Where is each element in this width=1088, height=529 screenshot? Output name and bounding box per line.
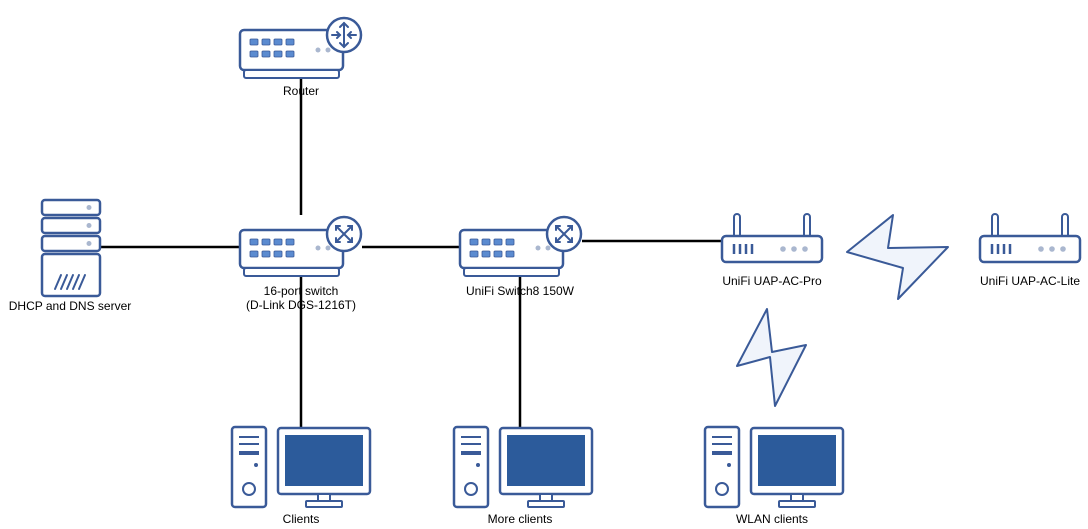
router-node[interactable]: [238, 16, 363, 79]
links: [100, 78, 722, 427]
switch8-node[interactable]: [458, 215, 583, 277]
ap-pro-node[interactable]: [720, 213, 824, 264]
wlan-clients-label: WLAN clients: [735, 512, 809, 526]
workstation-icon: [230, 425, 372, 509]
wireless-link-ap-pro-wlan-clients: [736, 308, 807, 407]
workstation-icon: [703, 425, 845, 509]
ap-lite-label: UniFi UAP-AC-Lite: [979, 274, 1081, 288]
server-node[interactable]: [40, 198, 102, 298]
access-point-icon: [720, 213, 824, 264]
clients-node[interactable]: [230, 425, 372, 509]
ap-pro-label: UniFi UAP-AC-Pro: [722, 274, 822, 288]
router-icon: [238, 16, 363, 79]
server-icon: [40, 198, 102, 298]
lightning-bolt-icon: [736, 308, 807, 407]
ap-lite-node[interactable]: [978, 213, 1082, 264]
more-clients-label: More clients: [487, 512, 553, 526]
wireless-link-ap-pro-ap-lite: [846, 214, 949, 300]
workstation-icon: [452, 425, 594, 509]
switch16-label-line2: (D-Link DGS-1216T): [245, 298, 357, 312]
switch8-label: UniFi Switch8 150W: [465, 284, 575, 298]
server-label: DHCP and DNS server: [8, 299, 132, 313]
switch-icon: [458, 215, 583, 277]
switch16-label: 16-port switch (D-Link DGS-1216T): [246, 284, 356, 312]
switch16-label-line1: 16-port switch: [263, 284, 339, 298]
access-point-icon: [978, 213, 1082, 264]
router-label: Router: [282, 84, 320, 98]
switch-icon: [238, 215, 363, 277]
switch16-node[interactable]: [238, 215, 363, 277]
lightning-bolt-icon: [846, 214, 949, 300]
wlan-clients-node[interactable]: [703, 425, 845, 509]
more-clients-node[interactable]: [452, 425, 594, 509]
clients-label: Clients: [282, 512, 320, 526]
